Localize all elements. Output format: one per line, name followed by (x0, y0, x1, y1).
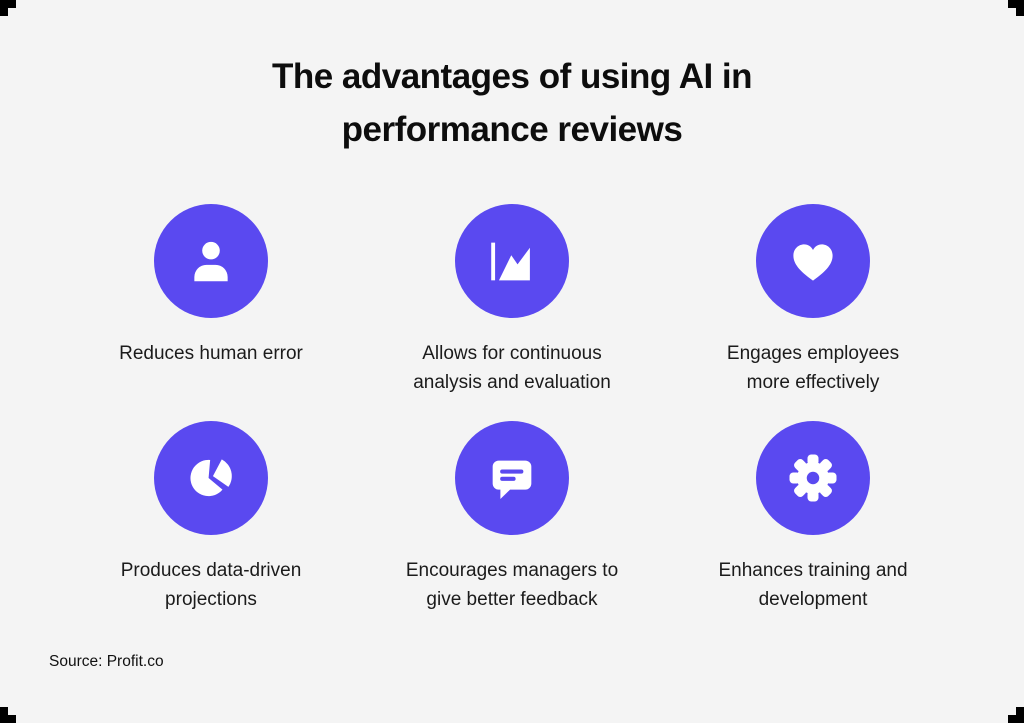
icon-circle (455, 421, 569, 535)
advantage-label: Engages employees more effectively (726, 343, 900, 393)
user-icon (184, 234, 238, 288)
advantage-label: Allows for continuous analysis and evalu… (413, 343, 611, 393)
source-credit: Source: Profit.co (49, 653, 164, 670)
advantage-item-reduces-error: Reduces human error (61, 204, 362, 397)
chat-bubble-icon (483, 449, 541, 507)
advantage-item-data-driven: Produces data-driven projections (61, 421, 362, 614)
advantage-label: Produces data-driven projections (120, 560, 302, 610)
advantage-item-continuous-analysis: Allows for continuous analysis and evalu… (362, 204, 663, 397)
advantage-item-training-development: Enhances training and development (663, 421, 964, 614)
pie-chart-icon (182, 449, 240, 507)
advantage-label: Encourages managers to give better feedb… (405, 560, 619, 610)
advantages-grid: Reduces human error Allows for continuou… (0, 204, 1024, 614)
advantage-label: Reduces human error (119, 343, 303, 364)
gear-icon (783, 448, 843, 508)
corner-mark-bottom-right (1008, 707, 1024, 723)
corner-mark-bottom-left (0, 707, 16, 723)
area-chart-icon (483, 232, 541, 290)
icon-circle (756, 204, 870, 318)
advantage-item-engages-employees: Engages employees more effectively (663, 204, 964, 397)
icon-circle (455, 204, 569, 318)
advantage-label: Enhances training and development (718, 560, 908, 610)
icon-circle (154, 421, 268, 535)
icon-circle (154, 204, 268, 318)
heart-icon (785, 233, 841, 289)
page-title-line-1: The advantages of using AI in (271, 57, 753, 96)
page-title: The advantages of using AI in performanc… (0, 0, 1024, 156)
corner-mark-top-right (1008, 0, 1024, 16)
advantage-item-better-feedback: Encourages managers to give better feedb… (362, 421, 663, 614)
icon-circle (756, 421, 870, 535)
corner-mark-top-left (0, 0, 16, 16)
page-title-line-2: performance reviews (341, 110, 683, 149)
